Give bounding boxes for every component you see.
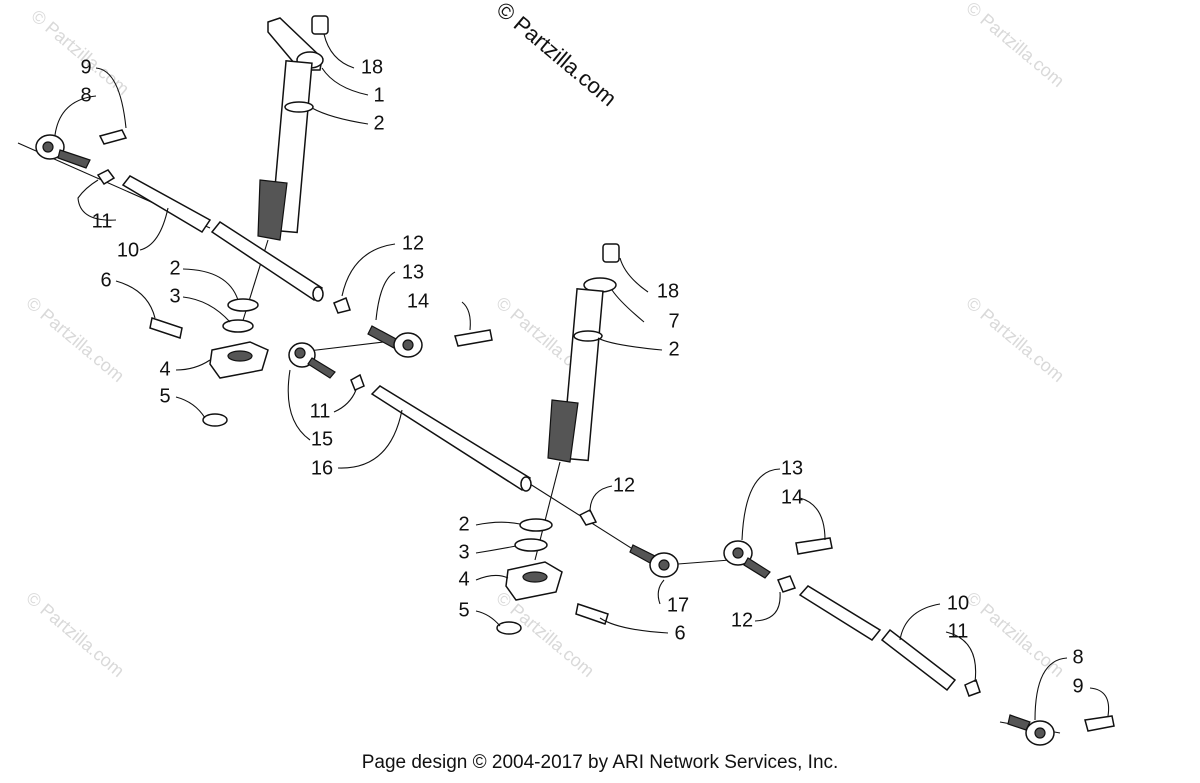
callout-6-bottom: 6	[674, 622, 685, 644]
callout-16: 16	[311, 457, 333, 479]
callout-5-bottom: 5	[458, 599, 469, 621]
watermark-faint: © Partzilla.com	[962, 293, 1068, 386]
callout-17: 17	[667, 594, 689, 616]
watermark-faint: © Partzilla.com	[962, 0, 1068, 91]
callout-5-top: 5	[159, 385, 170, 407]
callout-11-mid: 11	[310, 400, 331, 422]
callout-8-top: 8	[80, 84, 91, 106]
callout-14-top: 14	[407, 290, 429, 312]
callout-12-mid: 12	[613, 474, 635, 496]
callout-labels: 9 8 18 1 2 11 10 12 13 14 2 3 6 4 5 11 1…	[80, 56, 1083, 697]
watermark-faint: © Partzilla.com	[22, 588, 128, 681]
steering-arm-lower	[496, 518, 563, 635]
callout-13-top: 13	[402, 261, 424, 283]
callout-8-bottom: 8	[1072, 646, 1083, 668]
callout-7: 7	[668, 310, 679, 332]
callout-10-bottom: 10	[947, 592, 969, 614]
callout-18-lower: 18	[657, 280, 679, 302]
callout-12-top: 12	[402, 232, 424, 254]
callout-12-bottom: 12	[731, 609, 753, 631]
page-footer: Page design © 2004-2017 by ARI Network S…	[361, 752, 839, 773]
rod-ends	[35, 129, 1115, 746]
callout-2-bottom: 2	[458, 513, 469, 535]
steering-post-upper	[239, 15, 329, 331]
bolts	[149, 317, 609, 625]
callout-9-top: 9	[80, 56, 91, 78]
callout-15: 15	[311, 428, 333, 450]
callout-2-mid: 2	[169, 257, 180, 279]
callout-6-top: 6	[100, 269, 111, 291]
leader-lines	[54, 33, 1110, 721]
steering-post-lower	[534, 243, 620, 561]
callout-18-top: 18	[361, 56, 383, 78]
watermark-faint: © Partzilla.com	[962, 588, 1068, 681]
callout-3-bottom: 3	[458, 541, 469, 563]
watermark-main: © Partzilla.com	[492, 0, 622, 111]
callout-14-lower: 14	[781, 486, 803, 508]
callout-13-lower: 13	[781, 457, 803, 479]
tie-rod-middle	[350, 373, 598, 526]
callout-2-top: 2	[373, 112, 384, 134]
callout-11-bottom: 11	[948, 620, 969, 642]
callout-9-bottom: 9	[1072, 675, 1083, 697]
callout-11-top: 11	[92, 210, 113, 232]
callout-3-top: 3	[169, 285, 180, 307]
callout-2-lower: 2	[668, 338, 679, 360]
watermark-faint: © Partzilla.com	[22, 293, 128, 386]
callout-4-bottom: 4	[458, 568, 469, 590]
steering-arm-upper	[202, 298, 269, 427]
callout-10-top: 10	[117, 239, 139, 261]
tie-rod-lower	[776, 575, 981, 697]
callout-1: 1	[373, 84, 384, 106]
tie-rod-upper	[96, 169, 351, 314]
callout-4-top: 4	[159, 358, 170, 380]
